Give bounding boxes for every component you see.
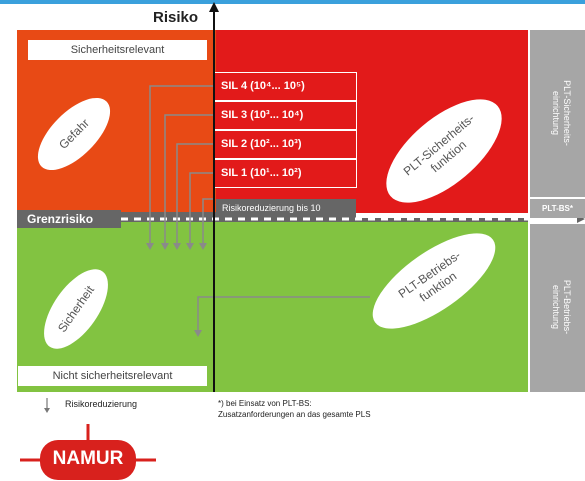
nicht-sicherheitsrelevant-label: Nicht sicherheitsrelevant bbox=[18, 366, 207, 386]
risk-reduction-bar: Risikoreduzierung bis 10 bbox=[216, 199, 356, 218]
side-panel-middle: PLT-BS* bbox=[530, 199, 585, 218]
legend-arrow-label: Risikoreduzierung bbox=[65, 399, 138, 409]
y-axis-label: Risiko bbox=[153, 9, 199, 26]
risk-reduction-label: Risikoreduzierung bis 10 bbox=[222, 203, 321, 213]
side-panel-top-text: PLT-Sicherheits- einrichtung bbox=[551, 80, 572, 146]
side-panel-top bbox=[530, 30, 585, 197]
sil-2-box: SIL 2 (10²... 10³) bbox=[213, 130, 357, 159]
sil-4-box: SIL 4 (10⁴... 10⁵) bbox=[213, 72, 357, 101]
side-panel-bottom bbox=[530, 224, 585, 392]
sicherheitsrelevant-label: Sicherheitsrelevant bbox=[28, 40, 207, 60]
sil-1-box: SIL 1 (10¹... 10²) bbox=[213, 159, 357, 188]
namur-logo bbox=[20, 424, 156, 480]
sil-3-box: SIL 3 (10³... 10⁴) bbox=[213, 101, 357, 130]
grenzrisiko-label: Grenzrisiko bbox=[27, 212, 94, 226]
namur-logo-text: NAMUR bbox=[52, 448, 124, 469]
grenzrisiko-label-box: Grenzrisiko bbox=[17, 210, 121, 228]
upper-left-zone bbox=[17, 30, 216, 213]
legend-arrow-icon bbox=[44, 398, 50, 413]
footnote-line-1: *) bei Einsatz von PLT-BS: bbox=[218, 399, 312, 408]
footnote-line-2: Zusatzanforderungen an das gesamte PLS bbox=[218, 410, 371, 419]
side-panel-bottom-text: PLT-Betriebs- einrichtung bbox=[551, 279, 572, 335]
grenzrisiko-band-left bbox=[121, 212, 216, 222]
top-accent-bar bbox=[0, 0, 585, 4]
